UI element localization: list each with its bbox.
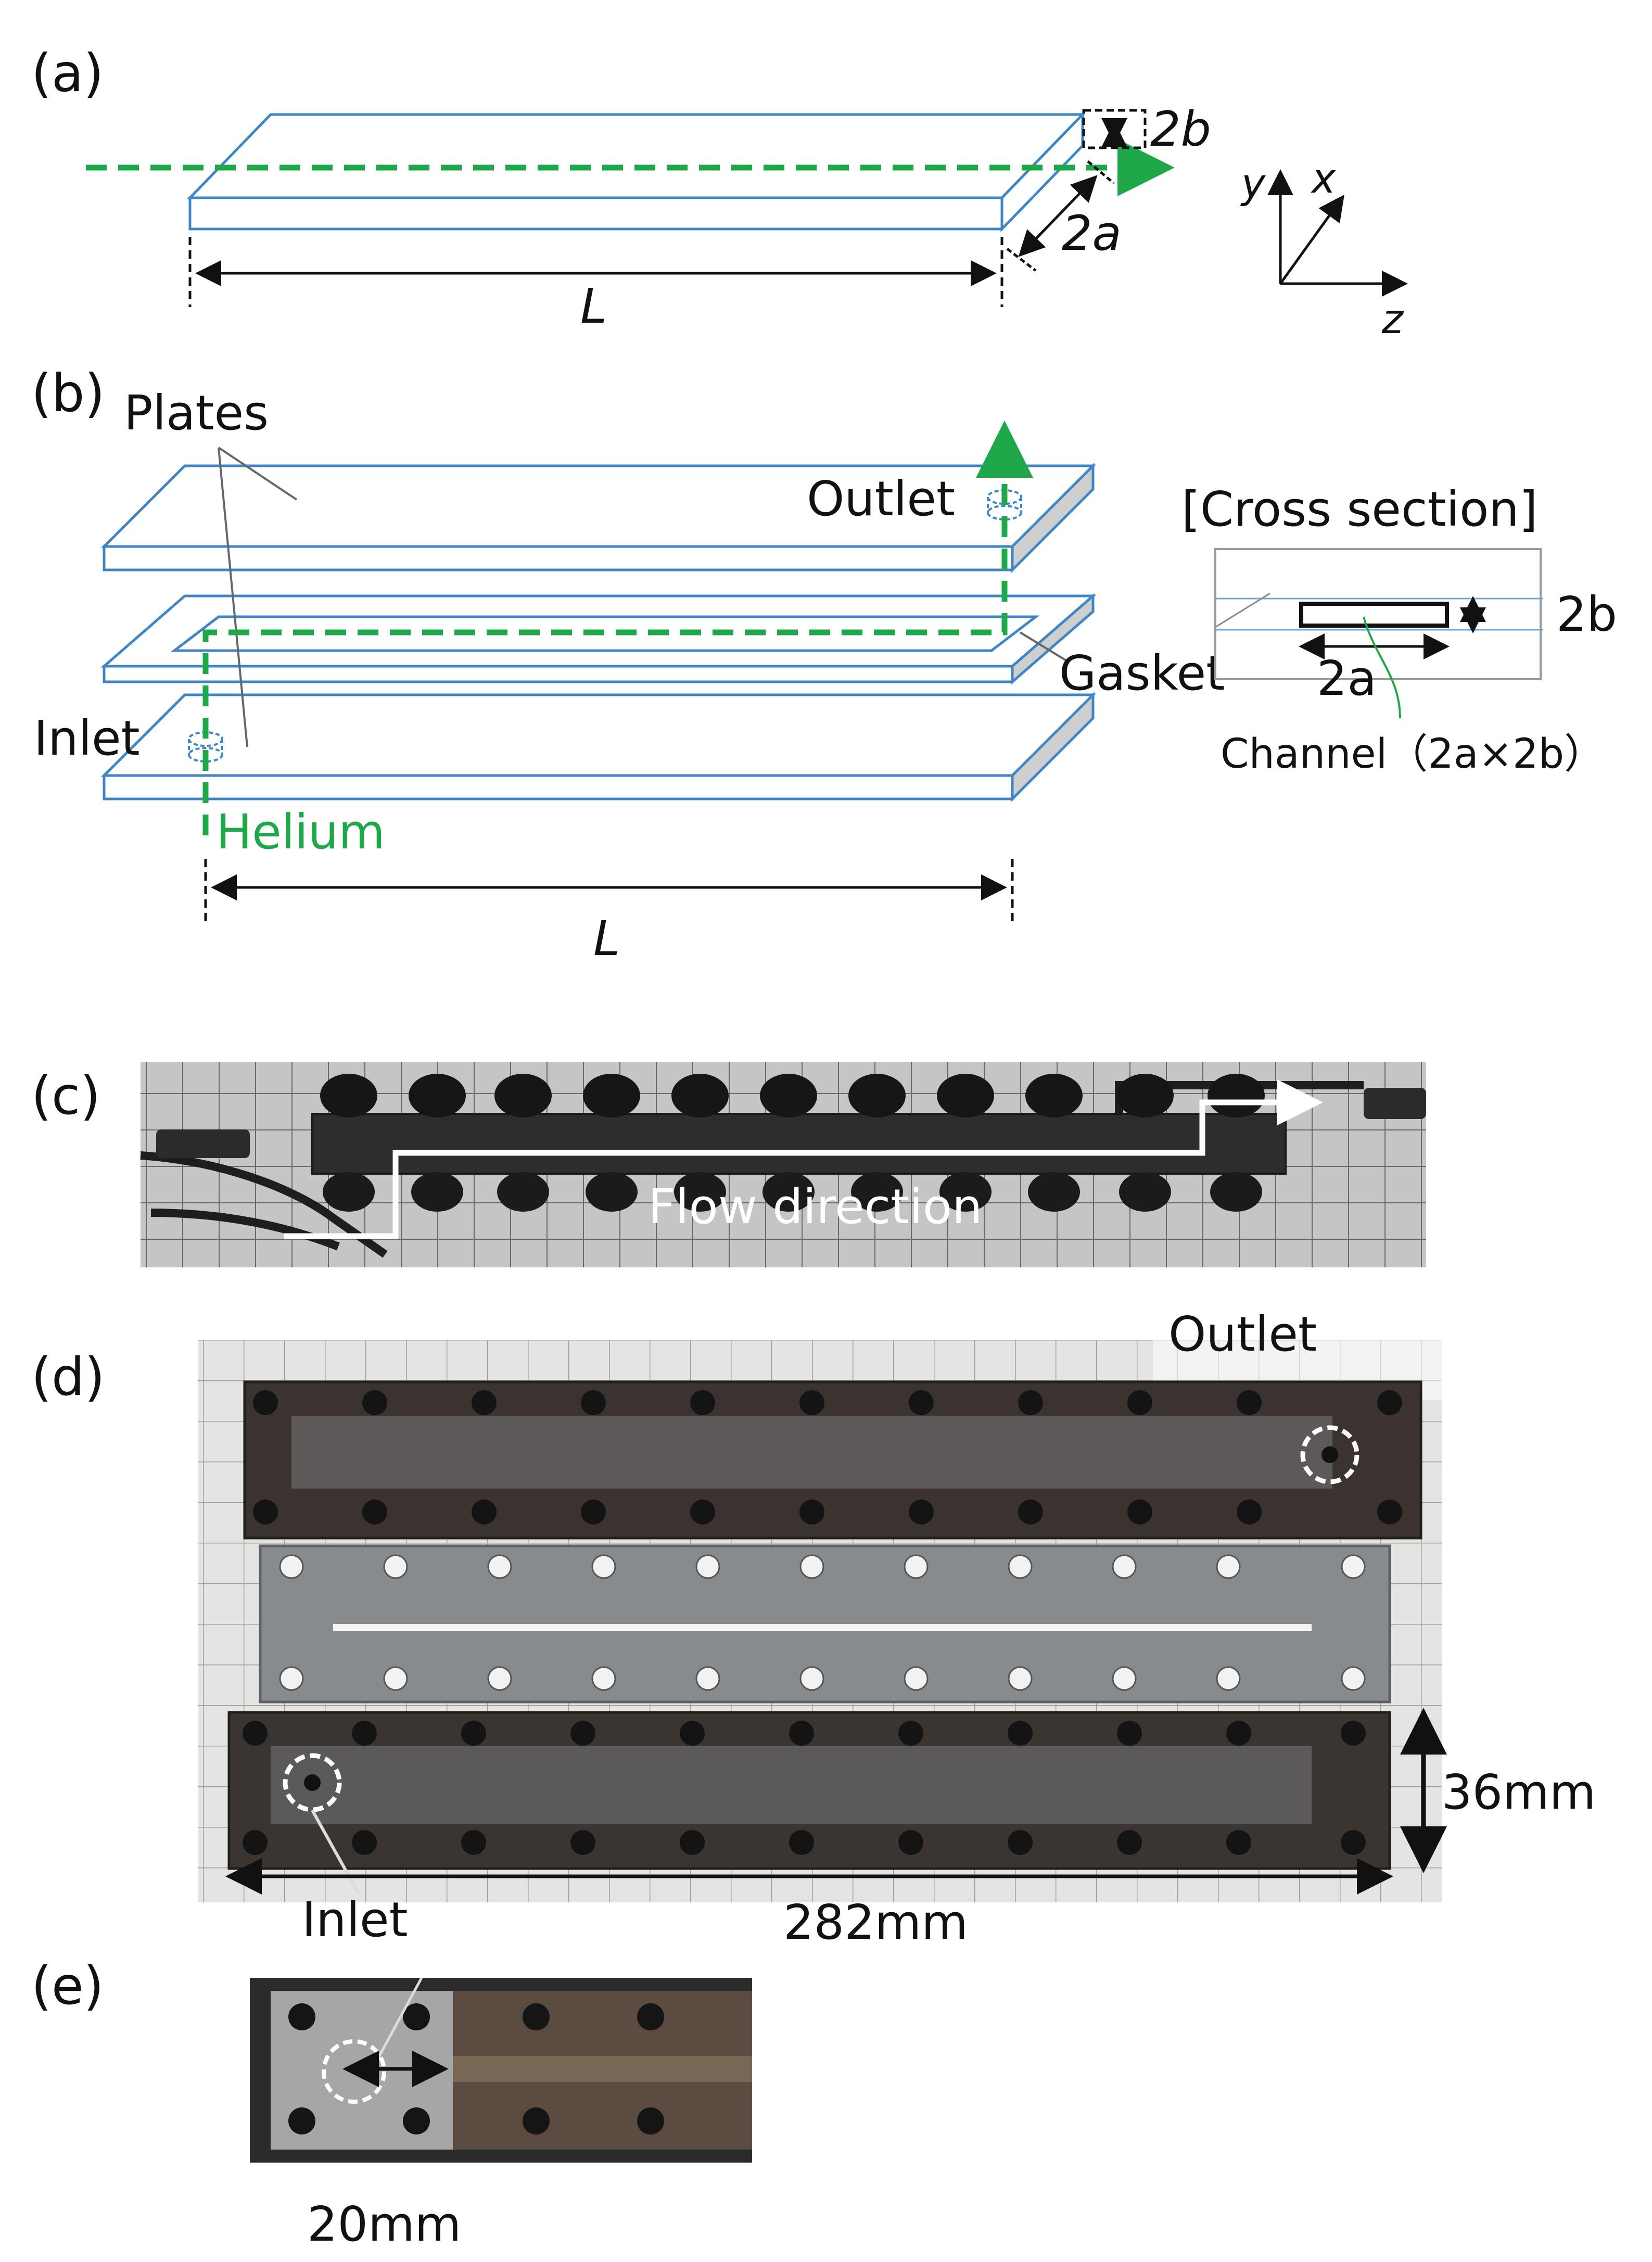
- plates-leaders: [218, 447, 298, 747]
- gasket-slot: [333, 1624, 1312, 1631]
- outlet-label-d: Outlet: [1168, 1306, 1317, 1362]
- panel-e-label: (e): [31, 1955, 104, 2016]
- top-plate: [100, 462, 1097, 574]
- holes-e: [288, 2003, 664, 2134]
- bolts-bottom: [323, 1172, 1262, 1212]
- panel-c: (c) Flow direction: [31, 1062, 1426, 1267]
- panel-c-label: (c): [31, 1065, 100, 1126]
- dim-20mm-label: 20mm: [307, 2196, 461, 2252]
- inlet-label-b: Inlet: [34, 710, 140, 766]
- gasket-plate: [100, 593, 1097, 685]
- dim-L-label-b: L: [593, 911, 620, 967]
- panel-b: (b) Plates: [31, 363, 1617, 967]
- dim-282mm-label: 282mm: [783, 1895, 968, 1950]
- flow-direction-arrow: [284, 1079, 1323, 1239]
- dim-2b-a: [1082, 109, 1147, 149]
- panel-d-label: (d): [31, 1346, 105, 1407]
- holes-bottom-plate: [243, 1721, 1366, 1855]
- channel-label: Channel（2a×2b）: [1221, 731, 1605, 778]
- panel-d: (d) Outlet Inlet 36mm: [31, 1306, 1596, 1950]
- dim-L-a: [188, 237, 1003, 307]
- panel-a: (a) 2b 2a L: [31, 43, 1408, 343]
- fitting-right: [1364, 1088, 1426, 1119]
- helium-label: Helium: [216, 804, 385, 860]
- cross-section-lines: [1215, 598, 1543, 631]
- dim-36mm-label: 36mm: [1442, 1764, 1596, 1820]
- assembled-plates: [311, 1113, 1287, 1175]
- dim-2a-a: [1006, 160, 1115, 272]
- svg-text:2b: 2b: [1556, 587, 1617, 642]
- bolts-top: [320, 1074, 1265, 1117]
- fitting-left: [156, 1129, 250, 1158]
- svg-text:2b: 2b: [1150, 101, 1211, 157]
- dim-2a-label: 2a: [1062, 206, 1122, 261]
- axis-z-label: z: [1381, 296, 1404, 343]
- channel-leader: [1363, 616, 1401, 719]
- panel-e: (e) 20mm: [31, 1955, 752, 2252]
- dim-L-label: L: [580, 278, 607, 334]
- outlet-marker-d: [1300, 1425, 1359, 1484]
- dim-L-b: [204, 859, 1014, 921]
- channel-rect: [1299, 602, 1449, 628]
- svg-text:2a: 2a: [1317, 651, 1377, 706]
- holes-gasket: [279, 1554, 1366, 1691]
- gasket-cs-leader: [1215, 592, 1270, 628]
- panel-b-label: (b): [31, 363, 105, 424]
- plates-label: Plates: [124, 385, 269, 441]
- panel-a-label: (a): [31, 43, 104, 104]
- cross-section-title: [Cross section]: [1181, 481, 1538, 537]
- gasket-label: Gasket: [1059, 645, 1225, 701]
- axis-x-label: x: [1310, 156, 1336, 202]
- outlet-label-b: Outlet: [807, 471, 955, 527]
- dim-2b-label: 2b: [1150, 101, 1211, 157]
- cs-2a-label: 2a: [1317, 651, 1377, 706]
- axis-y-label: y: [1240, 161, 1266, 208]
- inlet-marker-d: [283, 1753, 342, 1812]
- cs-2b-label: 2b: [1556, 587, 1617, 642]
- helium-flow-path: [202, 421, 1033, 835]
- flow-direction-label: Flow direction: [648, 1179, 982, 1235]
- gasket-leader: [1019, 631, 1068, 662]
- bottom-plate: [100, 691, 1097, 803]
- inlet-label-d: Inlet: [302, 1892, 408, 1948]
- holes-top-plate: [253, 1390, 1402, 1524]
- axes-triad: [1267, 169, 1408, 297]
- channel-box-3d: [187, 111, 1086, 233]
